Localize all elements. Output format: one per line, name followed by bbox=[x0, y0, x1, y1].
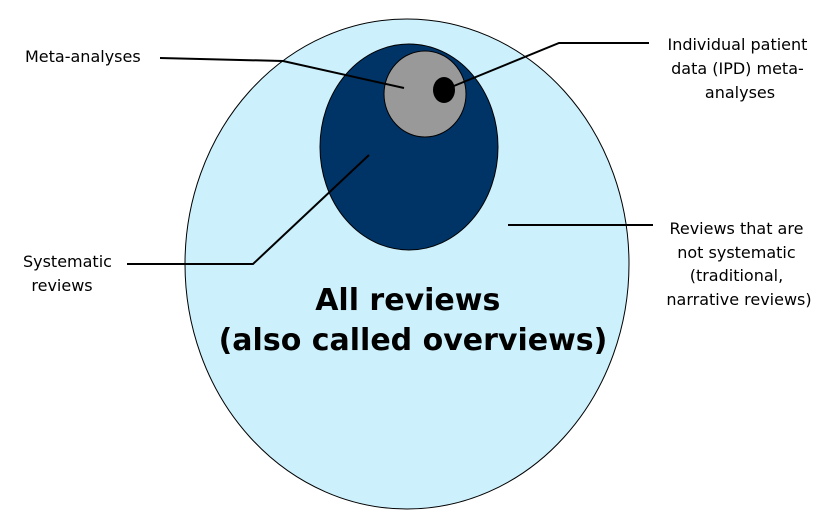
meta-analyses-label: Meta-analyses bbox=[25, 47, 141, 66]
systematic-reviews-label-line-1: Systematic bbox=[23, 252, 112, 271]
all-reviews-title: All reviews (also called overviews) bbox=[219, 283, 608, 358]
all-reviews-title-line-1: All reviews bbox=[315, 283, 500, 318]
not-systematic-label-line-2: not systematic bbox=[677, 243, 795, 262]
ipd-leader-line bbox=[443, 42, 649, 91]
all-reviews-title-line-2: (also called overviews) bbox=[219, 323, 608, 358]
systematic-reviews-leader-line bbox=[127, 154, 370, 265]
ipd-label-line-3: analyses bbox=[705, 83, 775, 102]
systematic-reviews-label: Systematic reviews bbox=[23, 252, 117, 295]
meta-analyses-leader-line bbox=[159, 57, 405, 89]
ipd-label: Individual patient data (IPD) meta- anal… bbox=[667, 35, 812, 102]
not-systematic-label-line-4: narrative reviews) bbox=[666, 290, 811, 309]
not-systematic-label-line-1: Reviews that are bbox=[669, 219, 803, 238]
not-systematic-label-line-3: (traditional, bbox=[690, 266, 783, 285]
not-systematic-label: Reviews that are not systematic (traditi… bbox=[666, 219, 811, 309]
ipd-label-line-2: data (IPD) meta- bbox=[671, 59, 804, 78]
meta-analyses-ellipse bbox=[383, 50, 467, 138]
ipd-label-line-1: Individual patient bbox=[667, 35, 807, 54]
systematic-reviews-label-line-2: reviews bbox=[31, 276, 92, 295]
